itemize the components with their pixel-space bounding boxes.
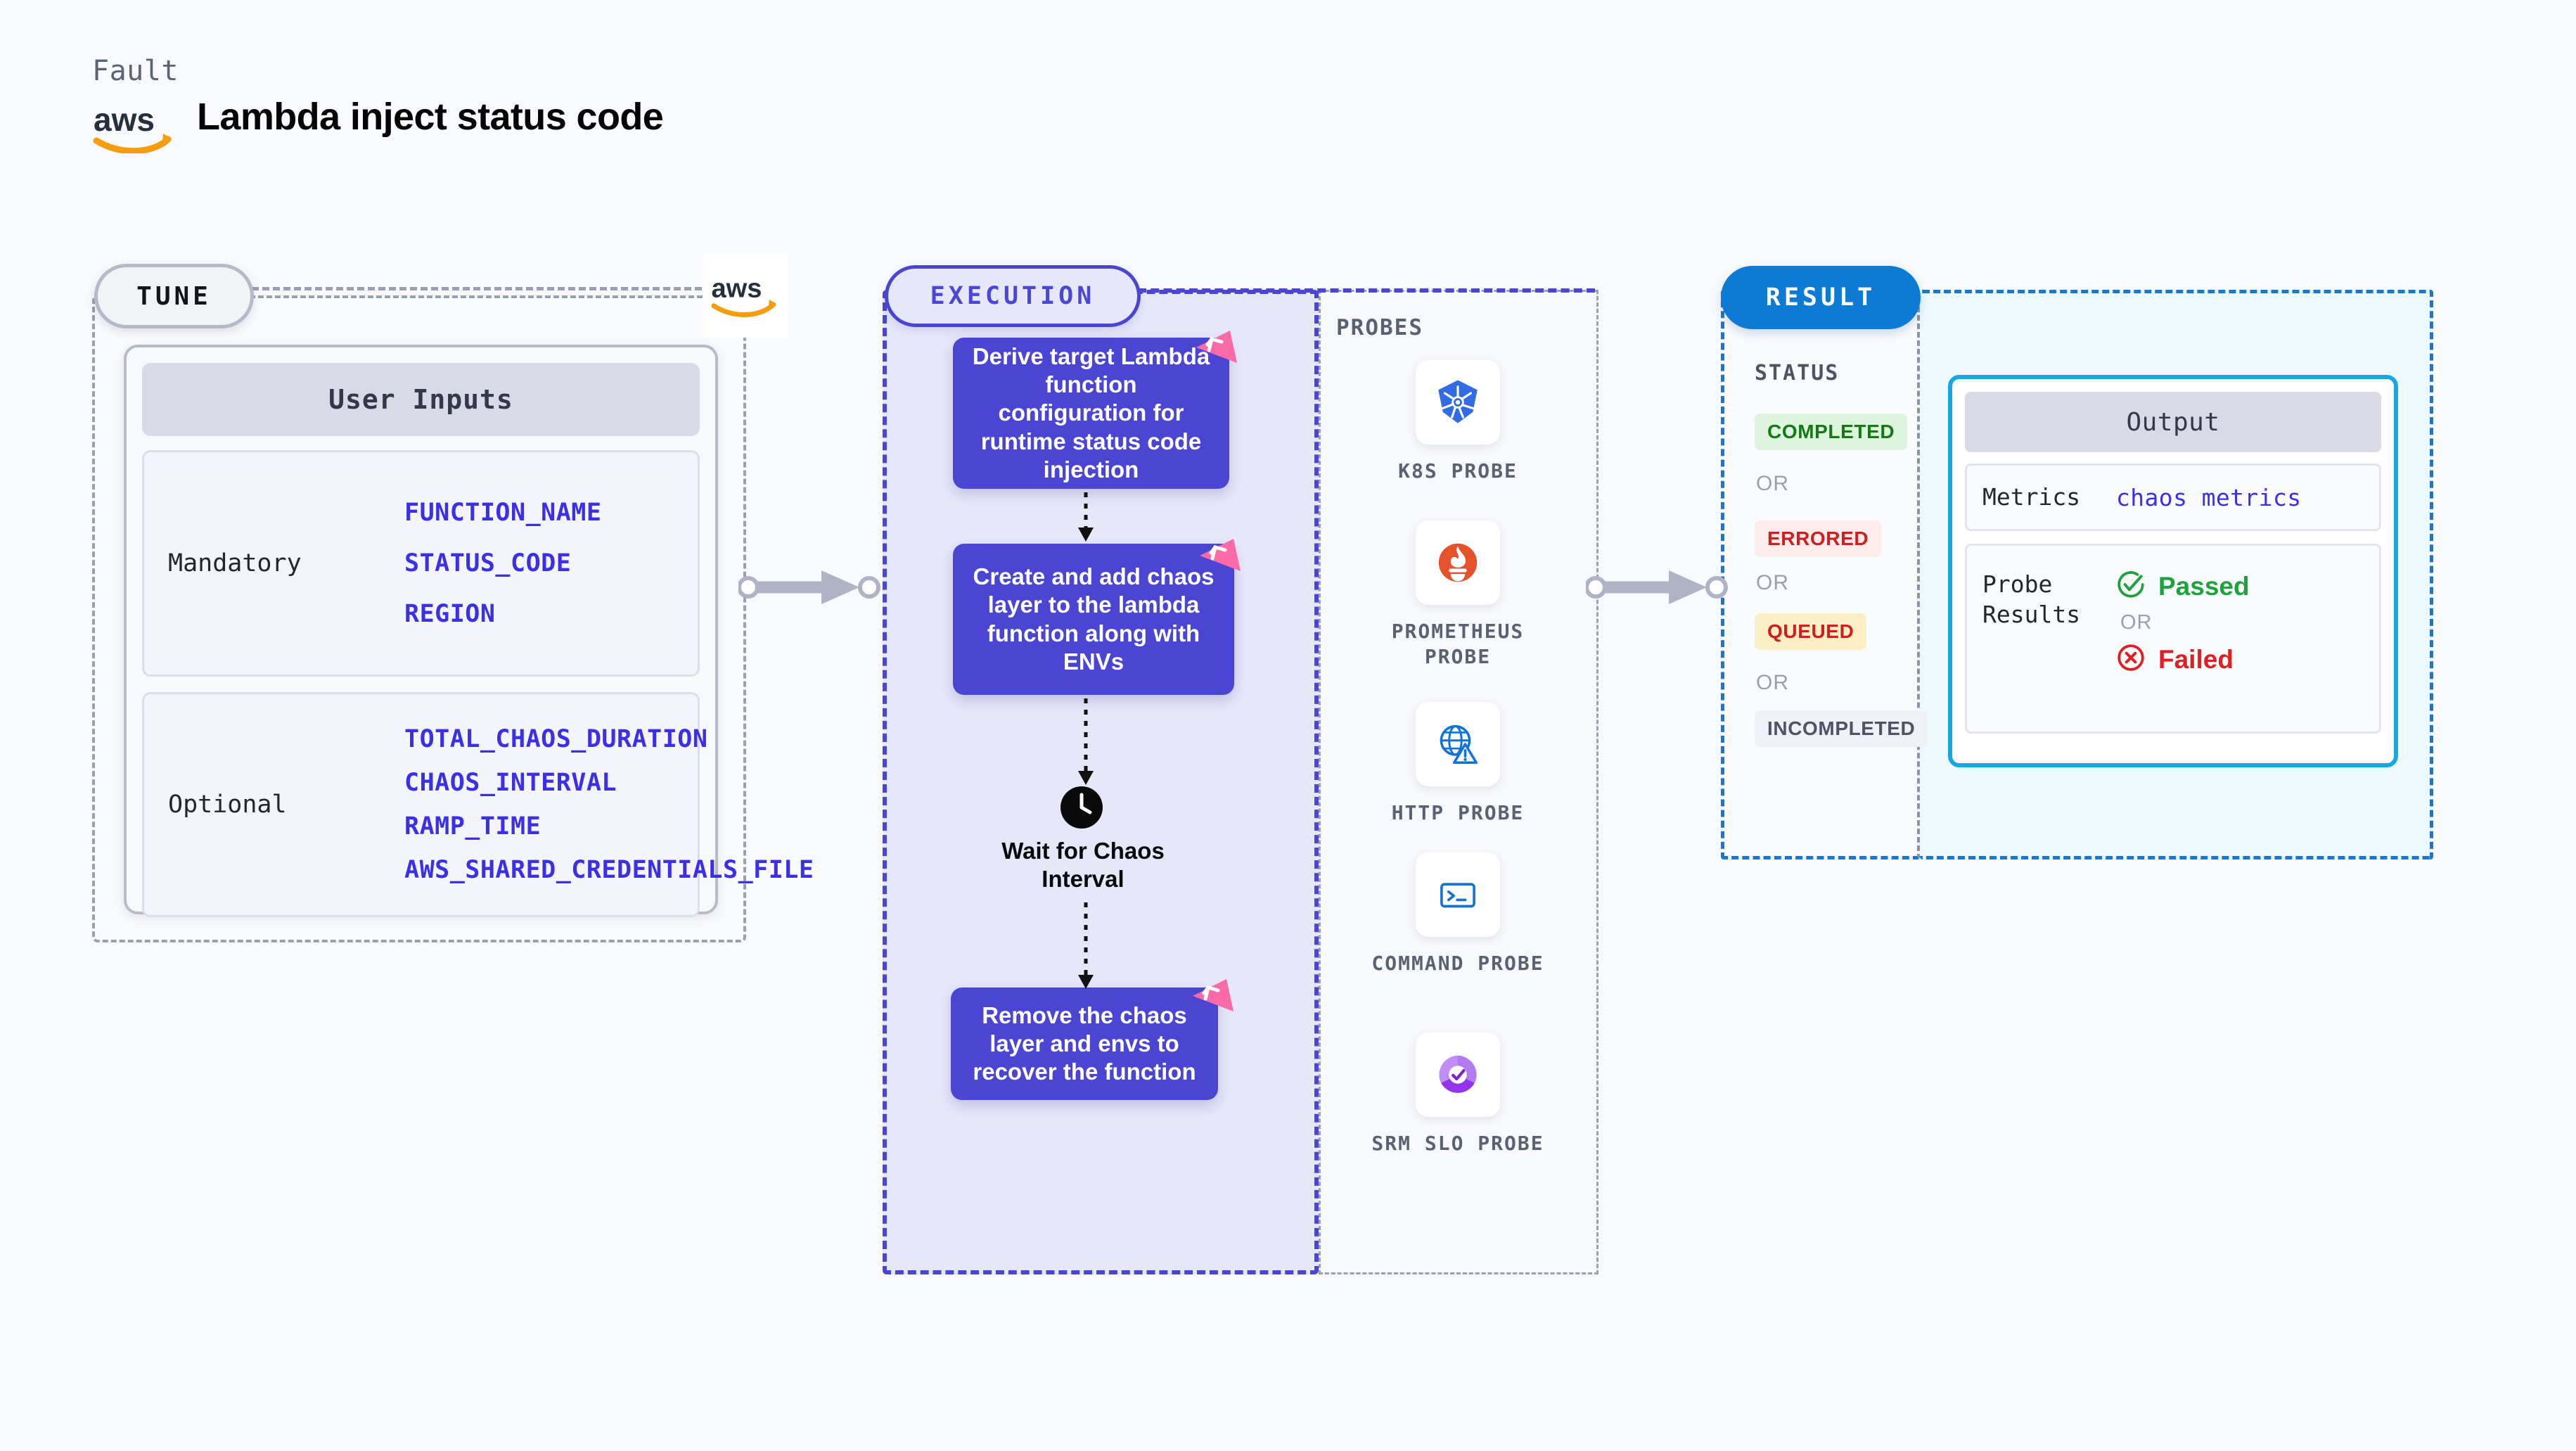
connector-execution-to-result <box>1584 566 1737 612</box>
input-var[interactable]: RAMP_TIME <box>404 812 542 840</box>
status-badge: QUEUED <box>1755 613 1867 650</box>
x-circle-icon <box>2116 643 2146 676</box>
aws-logo-icon: aws <box>92 98 182 156</box>
output-title: Output <box>1965 392 2381 452</box>
output-probe-results-row: Probe Results Passed OR <box>1965 544 2381 734</box>
status-title: STATUS <box>1755 361 1840 385</box>
probe-label: K8S PROBE <box>1398 459 1518 482</box>
terminal-icon <box>1416 852 1500 937</box>
aws-badge-icon: aws <box>703 253 788 338</box>
user-inputs-title: User Inputs <box>142 363 700 436</box>
passed-label: Passed <box>2158 571 2250 601</box>
check-circle-icon <box>2116 570 2146 603</box>
srm-slo-icon <box>1416 1033 1500 1117</box>
svg-text:aws: aws <box>711 274 762 304</box>
probe-item-http[interactable]: HTTP PROBE <box>1370 702 1546 826</box>
input-var[interactable]: REGION <box>404 600 496 629</box>
probe-label: PROMETHEUS PROBE <box>1391 620 1525 669</box>
wait-for-chaos-label: Wait for Chaos Interval <box>1001 838 1165 893</box>
execution-top-connector <box>1138 288 1595 293</box>
status-or-label: OR <box>1756 472 1789 495</box>
probe-item-command[interactable]: COMMAND PROBE <box>1370 852 1546 976</box>
metrics-label: Metrics <box>1982 482 2081 511</box>
result-status-panel <box>1721 290 1920 859</box>
input-var[interactable]: CHAOS_INTERVAL <box>404 768 617 797</box>
litmus-swap-icon <box>1191 326 1241 377</box>
status-badge: INCOMPLETED <box>1755 710 1928 747</box>
input-var[interactable]: TOTAL_CHAOS_DURATION <box>404 724 708 753</box>
litmus-swap-icon <box>1187 975 1238 1025</box>
flow-arrow-down <box>1072 698 1100 790</box>
tune-connector-line <box>252 287 744 290</box>
connector-tune-to-execution <box>737 566 890 612</box>
flow-arrow-down <box>1072 902 1100 994</box>
mandatory-label: Mandatory <box>168 549 302 577</box>
execution-step[interactable]: Remove the chaos layer and envs to recov… <box>951 987 1218 1100</box>
probe-item-srm-slo[interactable]: SRM SLO PROBE <box>1370 1033 1546 1156</box>
globe-warning-icon <box>1416 702 1500 786</box>
page-kicker: Fault <box>92 55 179 87</box>
probe-label: COMMAND PROBE <box>1371 952 1544 975</box>
user-inputs-card: User Inputs Mandatory FUNCTION_NAME STAT… <box>124 345 814 917</box>
input-var[interactable]: STATUS_CODE <box>404 549 572 577</box>
output-metrics-row: Metrics chaos metrics <box>1965 464 2381 531</box>
output-card: Output Metrics chaos metrics Probe Resul… <box>1948 375 2398 767</box>
probe-item-k8s[interactable]: K8S PROBE <box>1370 360 1546 484</box>
prometheus-icon <box>1416 520 1500 605</box>
status-badge: COMPLETED <box>1755 414 1908 450</box>
input-var[interactable]: FUNCTION_NAME <box>404 498 602 527</box>
tune-badge[interactable]: TUNE <box>94 264 254 328</box>
clock-icon <box>1060 786 1103 829</box>
metrics-value[interactable]: chaos metrics <box>2116 483 2302 511</box>
input-var[interactable]: AWS_SHARED_CREDENTIALS_FILE <box>404 856 814 885</box>
status-badge: ERRORED <box>1755 520 1882 557</box>
execution-step[interactable]: Derive target Lambda function configurat… <box>953 338 1229 489</box>
probes-title: PROBES <box>1336 315 1423 340</box>
optional-label: Optional <box>168 791 287 819</box>
optional-inputs-group: Optional TOTAL_CHAOS_DURATION CHAOS_INTE… <box>142 692 814 917</box>
failed-label: Failed <box>2158 644 2234 674</box>
probe-result-passed: Passed <box>2116 570 2250 603</box>
probe-item-prometheus[interactable]: PROMETHEUS PROBE <box>1370 520 1546 670</box>
probe-label: HTTP PROBE <box>1391 801 1525 824</box>
execution-step[interactable]: Create and add chaos layer to the lambda… <box>953 544 1234 695</box>
result-badge[interactable]: RESULT <box>1721 266 1921 329</box>
probe-label: SRM SLO PROBE <box>1371 1132 1544 1155</box>
status-or-label: OR <box>1756 671 1789 694</box>
svg-text:aws: aws <box>94 101 155 138</box>
probe-result-or-label: OR <box>2120 611 2153 634</box>
execution-badge[interactable]: EXECUTION <box>885 265 1141 327</box>
probe-result-failed: Failed <box>2116 643 2250 676</box>
litmus-swap-icon <box>1194 535 1245 585</box>
page-title: Lambda inject status code <box>197 96 664 138</box>
tune-panel <box>92 295 746 942</box>
kubernetes-icon <box>1416 360 1500 445</box>
probe-results-label: Probe Results <box>1982 570 2081 628</box>
flow-arrow-down <box>1072 492 1100 546</box>
status-or-label: OR <box>1756 571 1789 594</box>
mandatory-inputs-group: Mandatory FUNCTION_NAME STATUS_CODE REGI… <box>142 450 700 677</box>
